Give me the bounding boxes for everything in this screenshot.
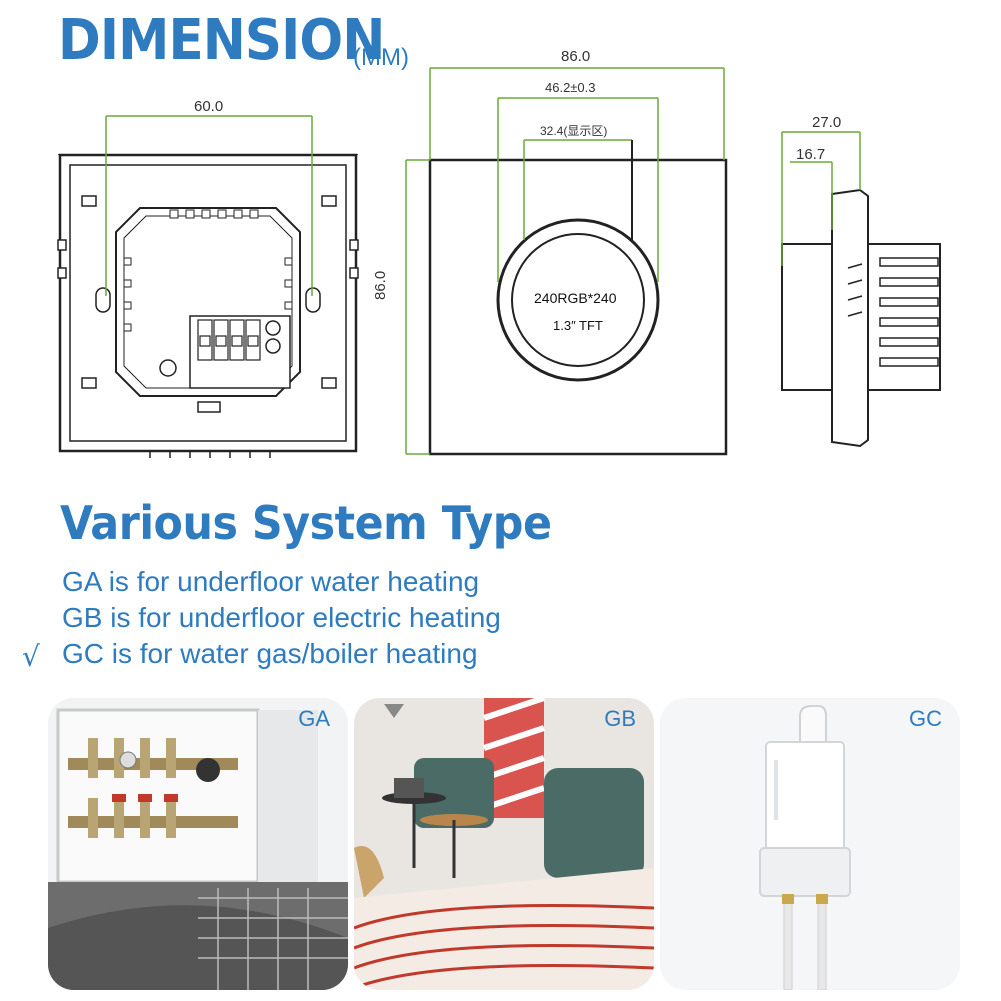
panel-gb-label: GB: [604, 706, 636, 731]
panel-ga-label: GA: [298, 706, 330, 731]
unit-label: (MM): [353, 44, 409, 71]
living-room-illustration: [354, 698, 654, 990]
system-item-gc: GC is for water gas/boiler heating: [62, 638, 478, 669]
manifold-illustration: [48, 698, 348, 990]
system-item-gb: GB is for underfloor electric heating: [62, 602, 501, 633]
screen-type: 1.3″ TFT: [553, 318, 603, 333]
side-view: [781, 131, 941, 448]
side-body-label: 16.7: [796, 146, 826, 163]
panel-gc: GC: [660, 698, 960, 990]
systems-title: Various System Type: [60, 496, 552, 550]
panel-gb: GB: [354, 698, 654, 990]
front-height-label: 86.0: [372, 270, 389, 300]
back-width-label: 60.0: [194, 98, 224, 115]
dimension-drawing: [57, 67, 941, 458]
front-width-label: 86.0: [561, 48, 591, 65]
boiler-illustration: [660, 698, 960, 990]
screen-resolution: 240RGB*240: [534, 290, 617, 306]
display-area-label: 32.4(显示区): [540, 124, 608, 138]
bezel-label: 46.2±0.3: [545, 80, 596, 95]
side-depth-label: 27.0: [812, 114, 842, 131]
back-view: [57, 115, 359, 458]
check-icon: √: [22, 640, 40, 673]
panel-ga: GA: [48, 698, 348, 990]
front-view: [405, 67, 728, 456]
panel-gc-label: GC: [909, 706, 942, 731]
page-title: DIMENSION: [58, 8, 385, 73]
system-item-ga: GA is for underfloor water heating: [62, 566, 480, 597]
